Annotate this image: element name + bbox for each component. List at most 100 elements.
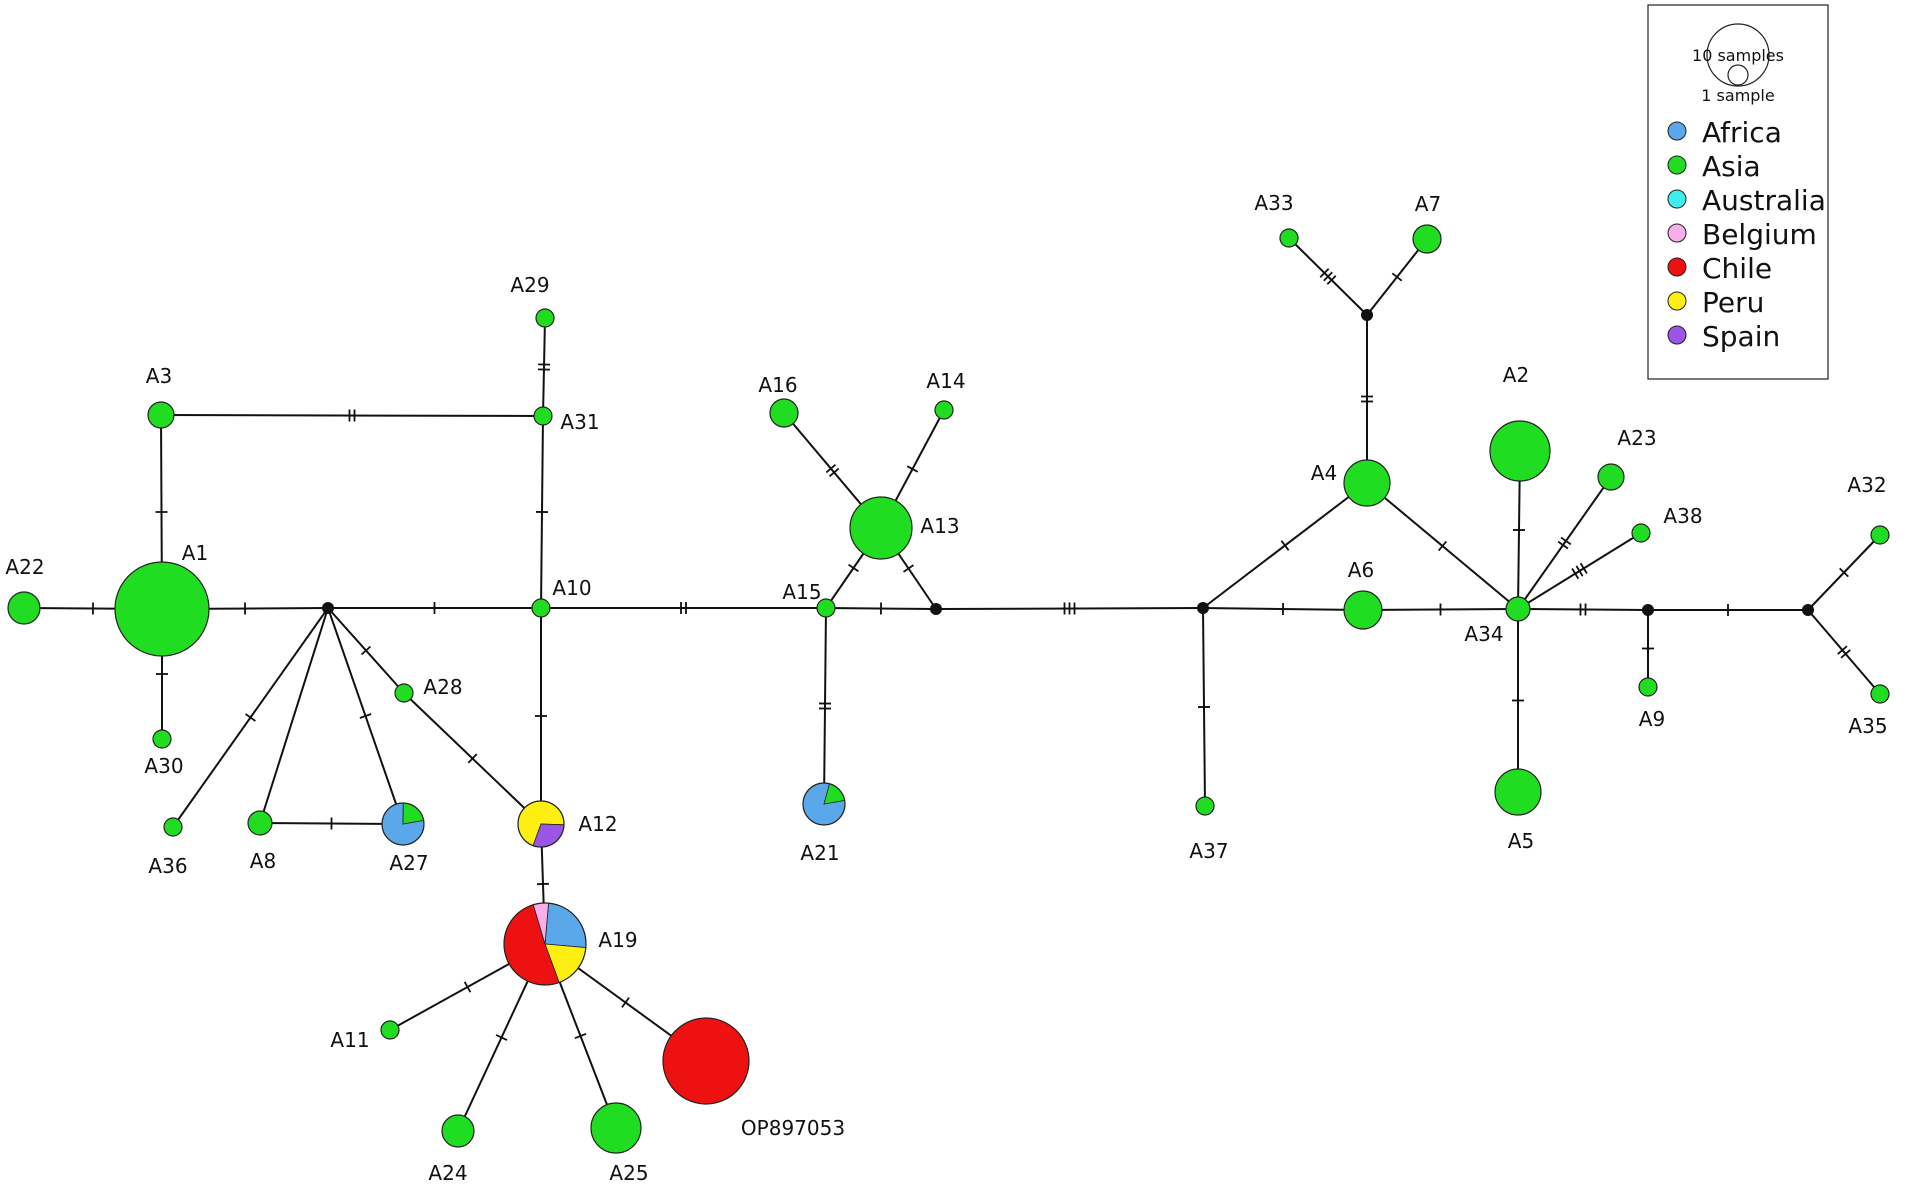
node-a31 <box>533 406 553 426</box>
node-a23 <box>1597 463 1625 491</box>
label-a34: A34 <box>1464 622 1503 646</box>
node-a8 <box>247 810 273 836</box>
node-a9 <box>1638 677 1658 697</box>
node-a21 <box>802 782 846 826</box>
label-a9: A9 <box>1639 707 1665 731</box>
node-a12 <box>517 800 565 848</box>
label-a4: A4 <box>1311 461 1337 485</box>
legend-swatch-africa <box>1667 121 1687 141</box>
label-a13: A13 <box>920 514 959 538</box>
legend-swatch-spain <box>1667 325 1687 345</box>
median-vector-node <box>1642 604 1654 616</box>
label-a38: A38 <box>1663 504 1702 528</box>
node-a4 <box>1343 459 1391 507</box>
size-scale-small-label: 1 sample <box>1701 86 1774 105</box>
legend-swatch-australia <box>1667 189 1687 209</box>
size-scale-small-circle <box>1727 64 1749 86</box>
mutation-tick <box>1280 540 1290 551</box>
node-a7 <box>1412 224 1442 254</box>
edge-A34-m5 <box>1517 608 1649 611</box>
label-a16: A16 <box>758 373 797 397</box>
mutation-tick <box>1557 540 1569 550</box>
mutation-tick <box>1326 275 1337 285</box>
edge-A15-A21 <box>823 607 827 805</box>
label-a14: A14 <box>926 369 965 393</box>
label-a15: A15 <box>782 580 821 604</box>
legend-swatch-belgium <box>1667 223 1687 243</box>
node-a3 <box>147 401 175 429</box>
legend-label-belgium: Belgium <box>1702 218 1817 251</box>
node-labels: A1A2A3A4A5A6A7A8A9A10A11A12A13A14A15A16A… <box>5 191 1887 1185</box>
mutation-tick <box>825 464 837 474</box>
node-a5 <box>1494 768 1542 816</box>
node-a27 <box>381 802 425 846</box>
label-a37: A37 <box>1189 839 1228 863</box>
mutation-tick <box>1837 645 1848 655</box>
mutation-tick <box>1571 568 1580 580</box>
node-a1 <box>114 561 210 657</box>
mutation-tick <box>245 713 256 722</box>
edge-m6-A35 <box>1807 609 1881 695</box>
label-a31: A31 <box>560 410 599 434</box>
node-a2 <box>1489 420 1551 482</box>
node-a14 <box>934 400 954 420</box>
label-a1: A1 <box>182 541 208 565</box>
network-nodes <box>7 224 1890 1154</box>
legend-swatch-asia <box>1667 155 1687 175</box>
label-op897053: OP897053 <box>741 1116 845 1140</box>
label-a24: A24 <box>428 1161 467 1185</box>
node-a11 <box>380 1020 400 1040</box>
mutation-tick <box>1323 271 1333 282</box>
node-a19-outline <box>503 902 587 986</box>
label-a29: A29 <box>510 273 549 297</box>
label-a30: A30 <box>144 754 183 778</box>
node-a13 <box>849 496 913 560</box>
mutation-tick <box>1319 268 1330 278</box>
median-vector-node <box>930 603 942 615</box>
mutation-tick <box>621 997 630 1008</box>
node-a27-outline <box>381 802 425 846</box>
mutation-tick <box>1839 567 1849 578</box>
node-a21-outline <box>802 782 846 826</box>
median-vector-node <box>1802 604 1814 616</box>
size-scale-large-circle <box>1706 23 1770 87</box>
label-a23: A23 <box>1617 426 1656 450</box>
node-a12-outline <box>517 800 565 848</box>
mutation-tick <box>1579 562 1588 574</box>
mutation-tick <box>463 981 472 993</box>
mutation-tick <box>359 713 372 719</box>
label-a25: A25 <box>609 1161 648 1185</box>
mutation-tick <box>1391 272 1403 282</box>
node-op897053 <box>662 1017 750 1105</box>
mutation-tick <box>1575 565 1584 577</box>
legend-swatch-peru <box>1667 291 1687 311</box>
label-a11: A11 <box>330 1028 369 1052</box>
node-a19-slice-africa <box>544 902 587 949</box>
legend-label-spain: Spain <box>1702 320 1780 353</box>
legend-swatch-chile <box>1667 257 1687 277</box>
label-a2: A2 <box>1503 363 1529 387</box>
label-a22: A22 <box>5 555 44 579</box>
label-a5: A5 <box>1508 829 1534 853</box>
mutation-tick <box>1560 536 1572 546</box>
mutation-tick <box>828 467 840 477</box>
label-a10: A10 <box>552 576 591 600</box>
node-a33 <box>1279 228 1299 248</box>
mutation-tick <box>1840 649 1851 659</box>
mutation-tick <box>1437 540 1448 552</box>
legend: 10 samples 1 sample Africa Asia Australi… <box>1647 4 1829 380</box>
label-a32: A32 <box>1847 473 1886 497</box>
node-a29 <box>535 308 555 328</box>
node-a34 <box>1505 596 1531 622</box>
node-a19 <box>503 902 587 986</box>
label-a21: A21 <box>800 841 839 865</box>
label-a33: A33 <box>1254 191 1293 215</box>
label-a3: A3 <box>146 364 172 388</box>
label-a27: A27 <box>389 851 428 875</box>
label-a35: A35 <box>1848 714 1887 738</box>
node-a35 <box>1870 684 1890 704</box>
label-a12: A12 <box>578 812 617 836</box>
edge-A34-A23 <box>1517 476 1612 610</box>
median-vector-node <box>322 602 334 614</box>
node-a15 <box>816 598 836 618</box>
